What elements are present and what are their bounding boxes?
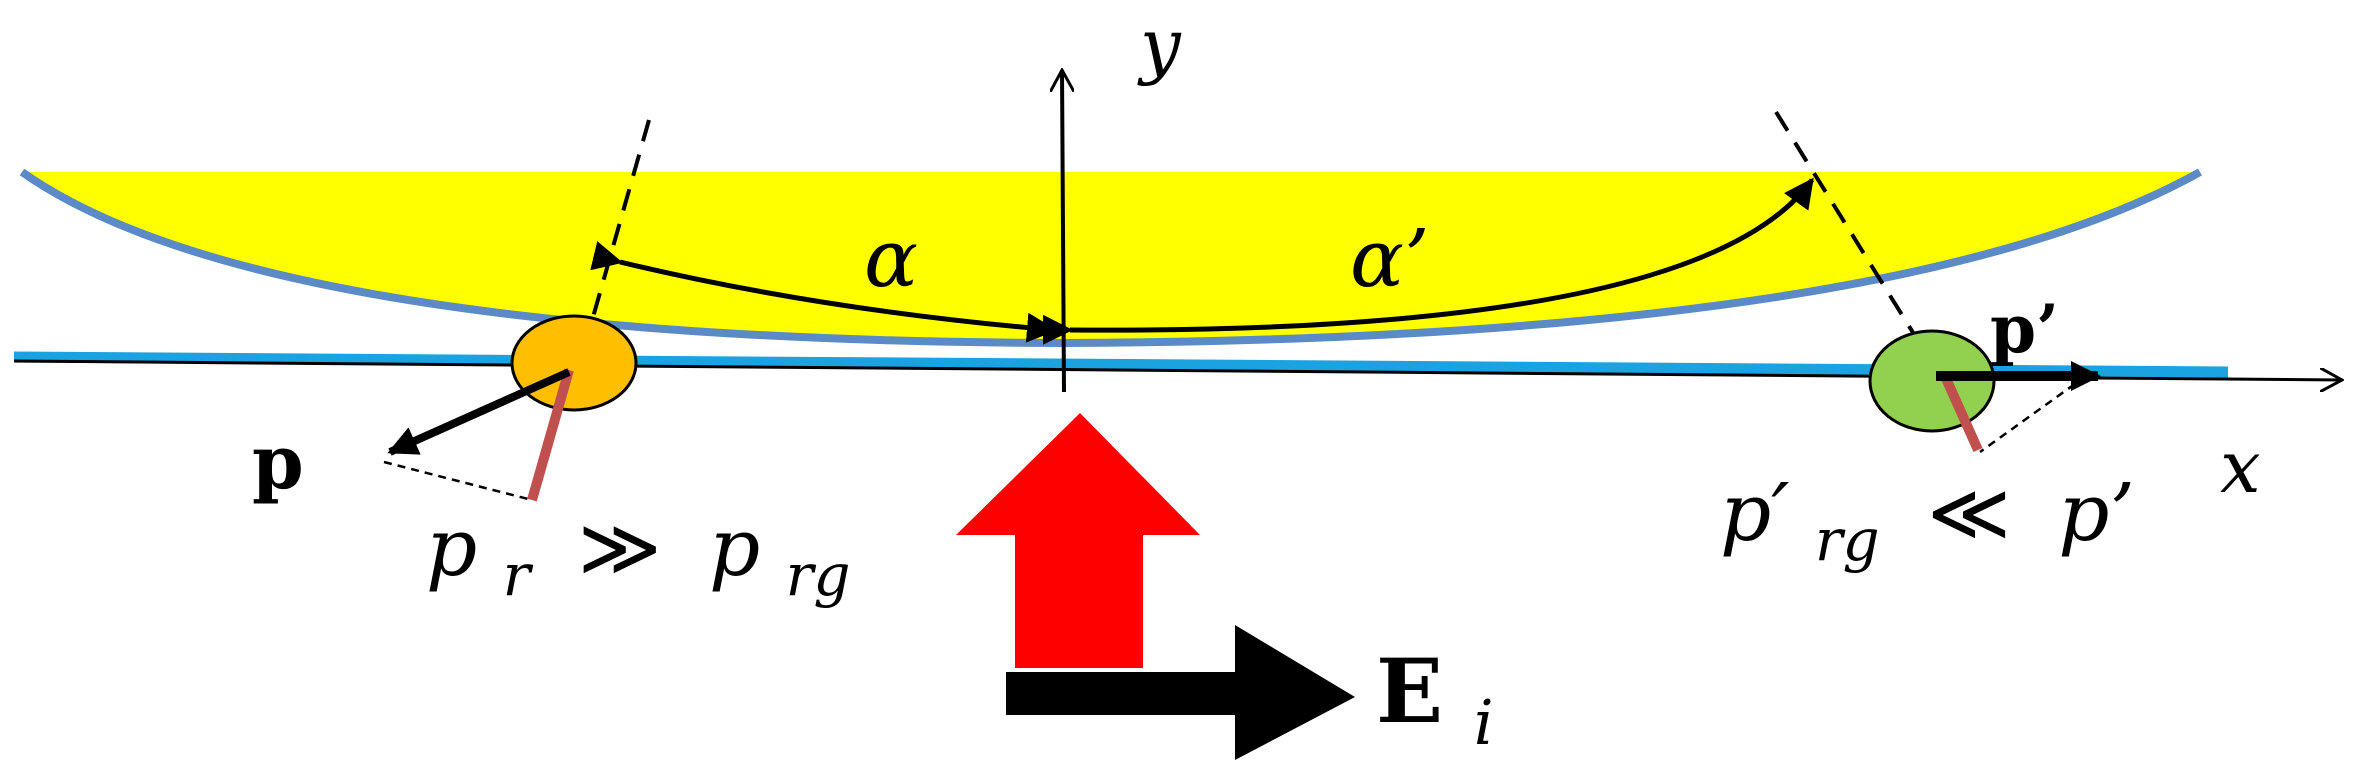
- left-relation-sub2: rg: [786, 541, 851, 609]
- left-dipole-arrow: [387, 368, 571, 456]
- left-projection-component: [527, 368, 574, 502]
- left-particle: [510, 314, 638, 412]
- incident-wave-arrow: [956, 413, 1200, 668]
- right-dipole-label: p’: [1990, 290, 2059, 368]
- left-relation-label: p r ≫ p rg: [426, 501, 851, 614]
- left-relation-p: p: [426, 501, 477, 594]
- left-relation-sub: r: [503, 541, 534, 609]
- right-projection-dashed: [1979, 374, 2087, 454]
- field-arrow: [1006, 625, 1355, 760]
- right-relation-p: p′: [1720, 466, 1789, 559]
- lens-body: [22, 172, 2200, 343]
- field-label: E i: [1376, 639, 1494, 759]
- right-projection-component: [1939, 371, 1983, 453]
- left-dipole-label: p: [252, 420, 304, 506]
- y-axis: [1062, 70, 1064, 393]
- substrate-line: [13, 351, 2229, 378]
- right-relation-op: ≪: [1927, 466, 2011, 559]
- alpha-prime-label: α’: [1350, 212, 1429, 305]
- field-label-main: E: [1376, 639, 1443, 743]
- field-label-sub: i: [1474, 686, 1494, 759]
- right-normal-dashed: [1774, 110, 1932, 362]
- left-relation-p2: p: [709, 501, 760, 594]
- right-relation-p2: p’: [2058, 466, 2135, 559]
- y-axis-label: y: [1137, 3, 1182, 87]
- x-axis-label: x: [2220, 425, 2261, 509]
- alpha-arc: [590, 241, 1057, 343]
- right-relation-sub: rg: [1815, 506, 1880, 574]
- alpha-prime-arc: [1042, 177, 1815, 345]
- right-relation-label: p′ rg ≪ p’: [1720, 466, 2135, 579]
- left-projection-dashed: [383, 460, 533, 502]
- alpha-label: α: [864, 212, 918, 305]
- left-relation-op: ≫: [578, 501, 662, 594]
